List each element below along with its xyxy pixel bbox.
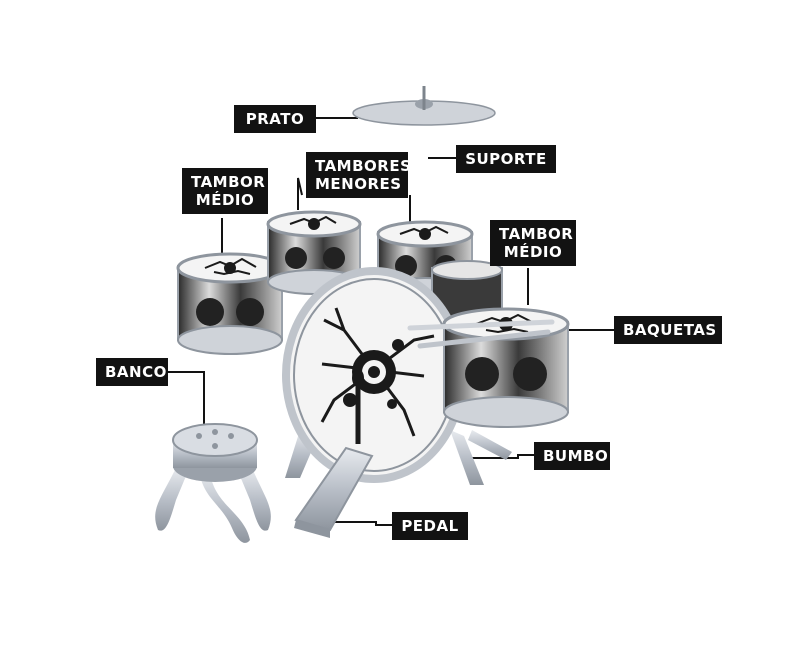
label-suporte: SUPORTE xyxy=(456,145,556,173)
label-tambor-medio-left: TAMBOR MÉDIO xyxy=(182,168,268,214)
label-banco: BANCO xyxy=(96,358,168,386)
label-prato-text: PRATO xyxy=(245,110,305,128)
label-tambores-menores: TAMBORES MENORES xyxy=(306,152,412,198)
tom-back xyxy=(431,260,503,319)
leader-bumbo xyxy=(470,454,534,459)
label-baquetas-text: BAQUETAS xyxy=(623,321,717,339)
label-tambor-medio-right-line2: MÉDIO xyxy=(503,243,563,261)
tom-right xyxy=(442,307,570,428)
cymbal xyxy=(352,86,496,240)
label-tambores-menores-line1: TAMBORES xyxy=(315,157,412,175)
leader-lines xyxy=(168,117,616,526)
label-bumbo: BUMBO xyxy=(534,442,610,470)
tom-small-left xyxy=(266,210,362,295)
label-banco-text: BANCO xyxy=(105,363,167,381)
label-pedal: PEDAL xyxy=(392,512,468,540)
label-suporte-text: SUPORTE xyxy=(465,150,547,168)
label-bumbo-text: BUMBO xyxy=(543,447,609,465)
label-tambores-menores-line2: MENORES xyxy=(315,175,402,193)
label-baquetas: BAQUETAS xyxy=(614,316,722,344)
label-tambor-medio-left-line2: MÉDIO xyxy=(195,191,255,209)
label-tambor-medio-right-line1: TAMBOR xyxy=(499,225,574,243)
leader-pedal xyxy=(330,521,392,526)
label-tambor-medio-left-line1: TAMBOR xyxy=(191,173,266,191)
leader-banco xyxy=(168,371,205,426)
label-prato: PRATO xyxy=(234,105,316,133)
tom-left xyxy=(176,252,284,355)
drumsticks xyxy=(407,319,555,349)
leader-tambores-left xyxy=(297,177,303,210)
pedal xyxy=(294,369,374,538)
label-tambor-medio-right: TAMBOR MÉDIO xyxy=(490,220,576,266)
stool xyxy=(155,423,271,543)
label-pedal-text: PEDAL xyxy=(401,517,459,535)
